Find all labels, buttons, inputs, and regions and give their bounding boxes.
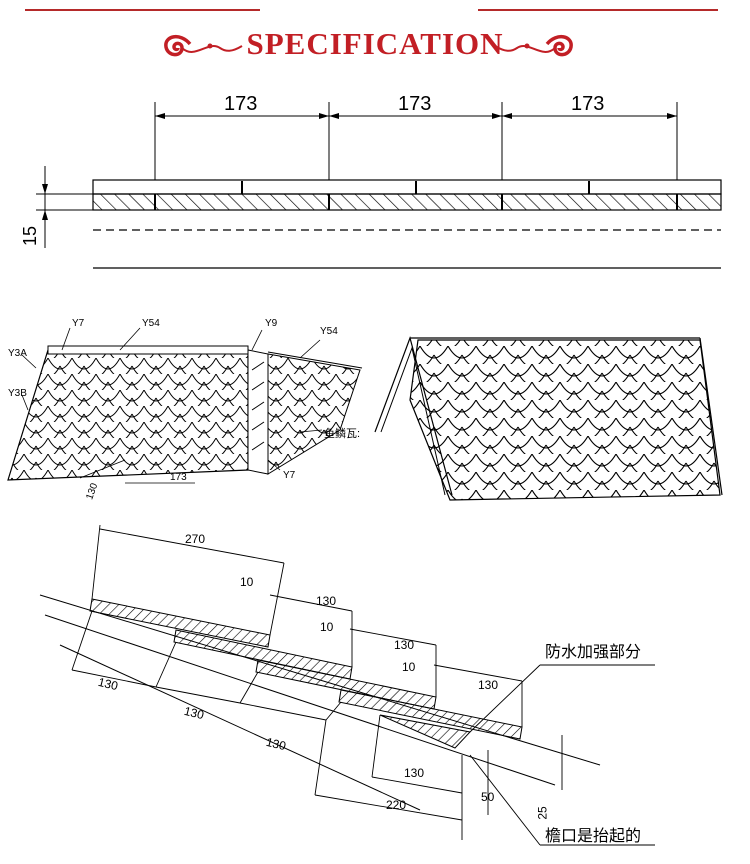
label-y3a: Y3A [8, 348, 27, 359]
label-y7-top: Y7 [72, 318, 85, 329]
callout-waterproof: 防水加强部分 [545, 644, 642, 661]
label-y3b: Y3B [8, 388, 27, 399]
dim-50: 50 [481, 790, 495, 804]
label-dim-173: 173 [170, 472, 187, 483]
dim-130-b: 130 [394, 638, 415, 652]
label-y9: Y9 [265, 318, 278, 329]
spacing-label-2: 173 [398, 93, 432, 115]
dim-25: 25 [535, 806, 550, 820]
cloud-scroll-icon [164, 35, 243, 57]
cloud-scroll-icon [494, 35, 573, 57]
label-y7-bottom: Y7 [283, 470, 296, 481]
spacing-label-3: 173 [571, 93, 605, 115]
dim-10-a: 10 [240, 575, 254, 589]
callout-eave: 檐口是抬起的 [545, 828, 642, 845]
page-title: SPECIFICATION [246, 26, 504, 61]
dim-130-c: 130 [478, 678, 499, 692]
label-fish-scale: 鱼鳞瓦: [324, 428, 361, 440]
header-line-right [478, 9, 718, 11]
dim-270: 270 [185, 532, 206, 546]
tile-section-drawing [36, 102, 722, 269]
dim-220: 220 [386, 798, 407, 812]
thickness-label: 15 [20, 225, 40, 246]
header-line-left [25, 9, 260, 11]
roof-scale-tiles-drawing [7, 327, 723, 501]
spacing-label-1: 173 [224, 93, 258, 115]
dim-10-c: 10 [402, 660, 416, 674]
label-y54-left: Y54 [142, 318, 160, 329]
dim-10-b: 10 [320, 620, 334, 634]
dim-130-a: 130 [316, 594, 337, 608]
label-y54-right: Y54 [320, 326, 338, 337]
dim-130-bottom: 130 [404, 766, 425, 780]
slope-cross-section-drawing [39, 524, 655, 846]
